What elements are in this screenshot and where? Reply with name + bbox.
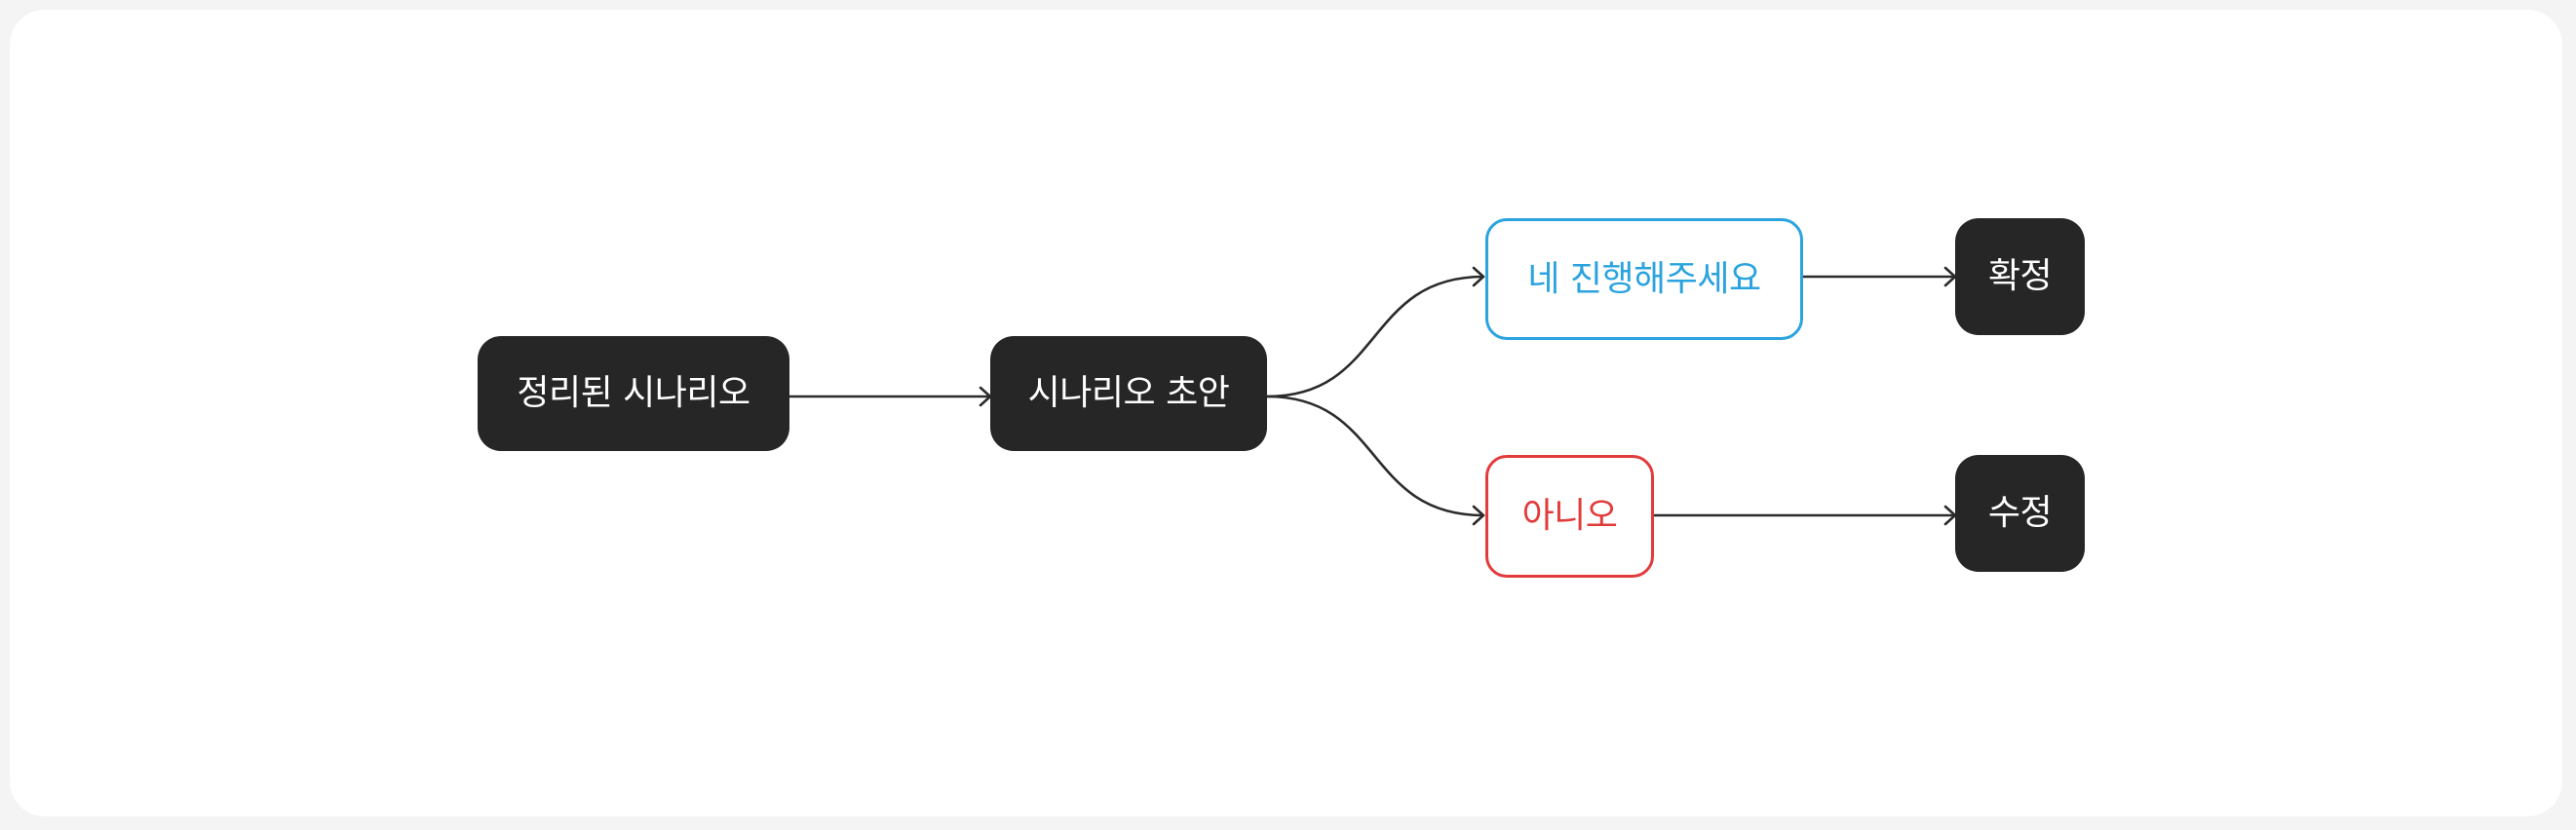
node-organized-scenario: 정리된 시나리오 (478, 336, 789, 451)
node-organized-scenario-label: 정리된 시나리오 (517, 373, 750, 413)
edge-draft-to-no (1265, 395, 1485, 517)
node-revise: 수정 (1955, 455, 2085, 572)
node-yes-proceed: 네 진행해주세요 (1485, 218, 1803, 340)
node-confirm-label: 확정 (1987, 256, 2053, 296)
node-confirm: 확정 (1955, 218, 2085, 335)
node-yes-proceed-label: 네 진행해주세요 (1527, 258, 1761, 299)
arrowhead-yes (1472, 266, 1485, 287)
node-no: 아니오 (1485, 455, 1654, 578)
node-scenario-draft-label: 시나리오 초안 (1027, 373, 1230, 413)
node-scenario-draft: 시나리오 초안 (990, 336, 1267, 451)
arrowhead-no (1472, 505, 1485, 526)
edge-draft-to-yes (1265, 275, 1485, 398)
node-revise-label: 수정 (1987, 493, 2053, 533)
node-no-label: 아니오 (1521, 496, 1618, 536)
diagram-canvas (10, 10, 2562, 816)
